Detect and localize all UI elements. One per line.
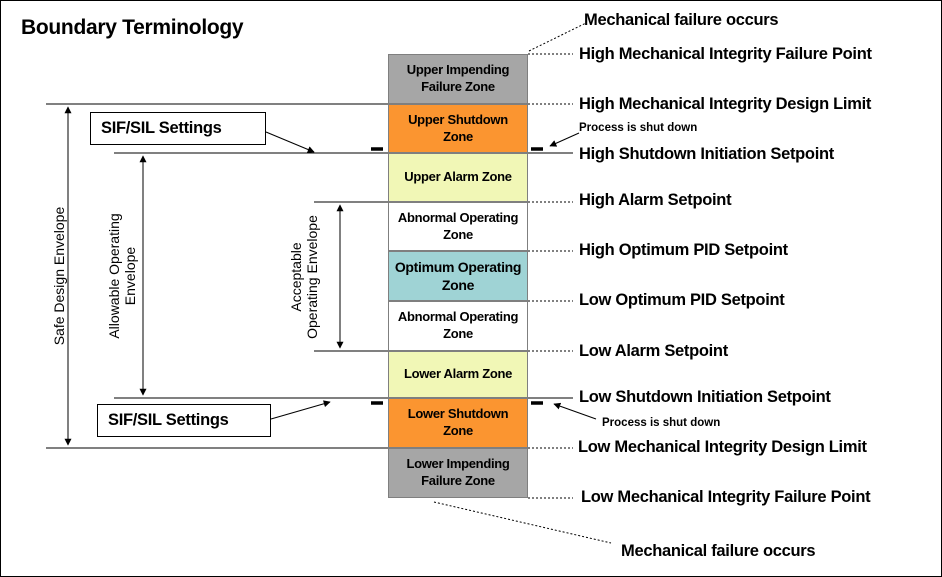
lower-shutdown-note-arrow	[553, 402, 597, 420]
note-lower-shutdown: Process is shut down	[602, 417, 721, 429]
upper-sif-arrow	[265, 131, 315, 153]
label-low-shutdown: Low Shutdown Initiation Setpoint	[579, 388, 831, 406]
zone-optimum: Optimum Operating Zone	[388, 251, 528, 301]
zone-upper-impending-failure: Upper Impending Failure Zone	[388, 54, 528, 104]
label-high-optimum: High Optimum PID Setpoint	[579, 241, 788, 259]
envelope-lines	[46, 103, 573, 449]
sif-sil-settings-upper: SIF/SIL Settings	[90, 112, 266, 145]
label-top-failure: Mechanical failure occurs	[584, 11, 779, 29]
label-high-shutdown: High Shutdown Initiation Setpoint	[579, 145, 834, 163]
acceptable-envelope-line2: Operating Envelope	[304, 215, 321, 339]
label-low-optimum: Low Optimum PID Setpoint	[579, 291, 785, 309]
label-low-failure-point: Low Mechanical Integrity Failure Point	[581, 488, 871, 506]
allowable-envelope-line2: Envelope	[122, 246, 139, 306]
diagram-title: Boundary Terminology	[21, 16, 244, 39]
safe-design-envelope-label: Safe Design Envelope	[51, 206, 67, 346]
lower-sif-arrow	[270, 400, 331, 420]
zone-lower-shutdown: Lower Shutdown Zone	[388, 398, 528, 448]
label-low-alarm: Low Alarm Setpoint	[579, 342, 728, 360]
note-upper-shutdown: Process is shut down	[579, 122, 698, 134]
label-high-failure-point: High Mechanical Integrity Failure Point	[579, 45, 872, 63]
acceptable-envelope-line1: Acceptable	[288, 242, 304, 312]
upper-shutdown-note-arrow	[549, 132, 580, 147]
label-low-design-limit: Low Mechanical Integrity Design Limit	[578, 438, 867, 456]
zone-upper-shutdown: Upper Shutdown Zone	[388, 104, 528, 153]
allowable-operating-envelope-label: Allowable Operating Envelope	[106, 206, 142, 346]
label-bottom-failure: Mechanical failure occurs	[621, 542, 816, 560]
zone-lower-alarm: Lower Alarm Zone	[388, 351, 528, 398]
label-high-alarm: High Alarm Setpoint	[579, 191, 732, 209]
allowable-envelope-line1: Allowable Operating	[106, 213, 122, 339]
zone-lower-impending-failure: Lower Impending Failure Zone	[388, 448, 528, 498]
zone-upper-alarm: Upper Alarm Zone	[388, 153, 528, 202]
zone-abnormal-upper: Abnormal Operating Zone	[388, 202, 528, 251]
sif-sil-settings-lower: SIF/SIL Settings	[97, 404, 271, 437]
acceptable-operating-envelope-label: Acceptable Operating Envelope	[288, 207, 324, 347]
zone-abnormal-lower: Abnormal Operating Zone	[388, 301, 528, 351]
label-high-design-limit: High Mechanical Integrity Design Limit	[579, 95, 872, 113]
